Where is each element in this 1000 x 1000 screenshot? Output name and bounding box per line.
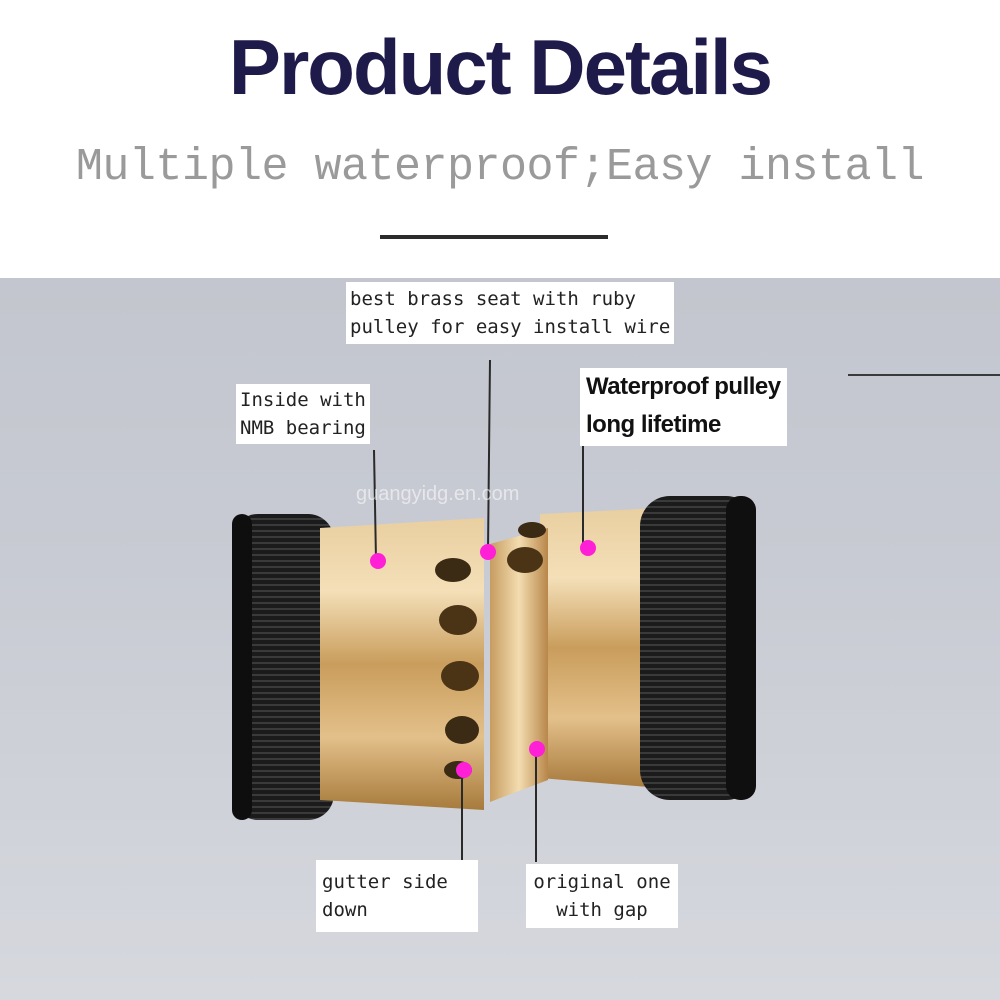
- page-title: Product Details: [228, 23, 773, 111]
- decorative-rule: [848, 374, 1000, 376]
- callout-line: best brass seat with ruby: [350, 288, 636, 310]
- callout-line: with gap: [556, 899, 648, 921]
- callout-gutter: gutter side down: [316, 860, 478, 932]
- callout-line: long lifetime: [586, 411, 721, 438]
- callout-line: down: [322, 899, 368, 921]
- callout-nmb-bearing: Inside with NMB bearing: [236, 384, 370, 444]
- pulley-illustration: [232, 359, 756, 862]
- callout-line: Inside with: [240, 389, 366, 411]
- callout-waterproof: Waterproof pulley long lifetime: [580, 368, 787, 446]
- title-divider: [380, 235, 608, 239]
- right-brass-body: [540, 508, 660, 788]
- callout-original: original one with gap: [526, 864, 678, 928]
- middle-ring: [490, 528, 548, 802]
- left-knob: [232, 514, 334, 820]
- callout-brass-seat: best brass seat with ruby pulley for eas…: [346, 282, 675, 344]
- callout-line: gutter side: [322, 871, 448, 893]
- page-subtitle: Multiple waterproof;Easy install: [75, 142, 925, 193]
- callout-markers: [370, 540, 596, 778]
- callout-line: Waterproof pulley: [586, 373, 781, 400]
- callout-line: NMB bearing: [240, 417, 366, 439]
- left-brass-body: [320, 518, 484, 810]
- callout-line: pulley for easy install wire: [350, 316, 671, 338]
- callout-line: original one: [533, 871, 671, 893]
- header-area: Product Details Multiple waterproof;Easy…: [0, 0, 1000, 278]
- product-photo: guangyidg.en.com best brass seat with ru…: [0, 278, 1000, 1000]
- leader-lines: [373, 359, 584, 862]
- watermark-text: guangyidg.en.com: [356, 483, 520, 505]
